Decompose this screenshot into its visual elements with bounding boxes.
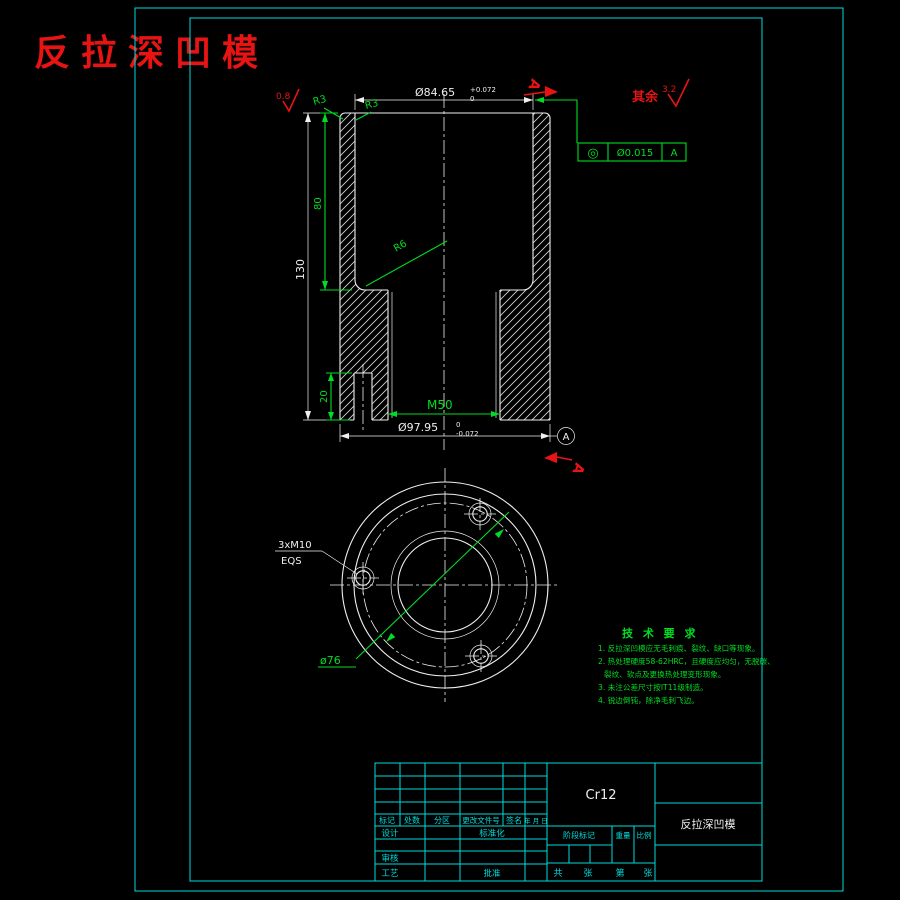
technical-requirements: 技 术 要 求 1. 反拉深凹模应无毛刺痕、裂纹、缺口等现象。 2. 热处理硬度… xyxy=(598,626,775,705)
holes-callout: 3xM10 EQS xyxy=(275,540,358,575)
dim-total-height: 130 xyxy=(294,112,336,421)
svg-text:Ø97.95: Ø97.95 xyxy=(398,421,438,434)
datum-target: A xyxy=(550,427,575,445)
dim-outer-diameter: Ø97.95 0 -0.072 xyxy=(339,421,551,442)
svg-text:4. 锐边倒钝，除净毛刺飞边。: 4. 锐边倒钝，除净毛刺飞边。 xyxy=(598,695,699,705)
fillet-label-left: R3 xyxy=(312,94,344,120)
sheet-total-prefix: 共 xyxy=(553,868,562,879)
svg-text:EQS: EQS xyxy=(281,556,302,567)
roughness-check-icon xyxy=(282,88,300,113)
svg-text:0: 0 xyxy=(470,95,474,103)
dim-thread-callout: M50 xyxy=(388,398,500,417)
scale-label: 比例 xyxy=(637,830,652,840)
gdt-frame: ◎ Ø0.015 A xyxy=(577,142,687,162)
svg-text:1. 反拉深凹模应无毛刺痕、裂纹、缺口等现象。: 1. 反拉深凹模应无毛刺痕、裂纹、缺口等现象。 xyxy=(598,643,760,653)
weight-label: 重量 xyxy=(616,831,631,840)
svg-text:+0.072: +0.072 xyxy=(470,86,496,94)
bore-outline xyxy=(387,290,501,420)
page-title: 反拉深凹模 xyxy=(34,32,269,74)
svg-text:3.2: 3.2 xyxy=(662,85,676,95)
svg-text:20: 20 xyxy=(319,390,330,403)
svg-text:技 术 要 求: 技 术 要 求 xyxy=(622,626,699,640)
concentricity-icon: ◎ xyxy=(587,146,598,161)
design-label: 设计 xyxy=(381,828,399,839)
section-arrow-top: A xyxy=(523,77,558,97)
section-arrow-bottom: A xyxy=(544,452,587,476)
bottom-view: ø76 3xM10 EQS xyxy=(275,468,560,702)
approve-label: 批准 xyxy=(483,868,501,879)
fillet-label-cavity: R6 xyxy=(365,238,448,287)
section-view: Ø84.65 +0.072 0 ◎ Ø0.015 A 130 xyxy=(276,77,687,476)
svg-text:M50: M50 xyxy=(427,398,453,412)
sheet-no-prefix: 第 xyxy=(615,867,624,879)
bolt-hole xyxy=(347,562,379,594)
svg-text:3xM10: 3xM10 xyxy=(278,540,312,551)
roughness-check-icon xyxy=(667,78,690,108)
svg-text:0.8: 0.8 xyxy=(276,92,291,102)
view-centerlines xyxy=(330,468,560,702)
dim-cavity-depth: 80 xyxy=(313,112,352,291)
svg-text:ø76: ø76 xyxy=(320,654,341,667)
svg-text:Ø84.65: Ø84.65 xyxy=(415,86,455,99)
roughness-note: 其余 3.2 xyxy=(632,78,690,108)
cavity-outline xyxy=(354,113,534,291)
bolt-hole xyxy=(465,640,497,672)
section-hatch xyxy=(340,113,550,420)
review-label: 审核 xyxy=(381,853,399,864)
svg-text:裂纹、软点及更换热处理变形现象。: 裂纹、软点及更换热处理变形现象。 xyxy=(604,669,726,679)
material: Cr12 xyxy=(586,788,617,803)
svg-text:R3: R3 xyxy=(364,98,380,112)
header-date: 年 月 日 xyxy=(524,816,548,825)
svg-text:2. 热处理硬度58-62HRC，且硬度应均匀，无脱碳、: 2. 热处理硬度58-62HRC，且硬度应均匀，无脱碳、 xyxy=(598,656,775,666)
svg-text:130: 130 xyxy=(294,259,307,280)
header-zone: 分区 xyxy=(434,816,450,825)
svg-text:R3: R3 xyxy=(312,94,328,108)
roughness-mark-local: 0.8 xyxy=(276,88,300,113)
svg-text:其余: 其余 xyxy=(632,89,659,105)
header-change-doc: 更改文件号 xyxy=(462,815,500,825)
svg-text:A: A xyxy=(563,432,570,443)
title-block: 标记 处数 分区 更改文件号 签名 年 月 日 设计 标准化 审核 工艺 批准 … xyxy=(374,762,763,882)
svg-text:80: 80 xyxy=(313,197,324,210)
stage-mark-label: 阶段标记 xyxy=(563,830,595,840)
svg-text:Ø0.015: Ø0.015 xyxy=(617,147,654,159)
bore-thread-lines xyxy=(391,292,497,418)
sheet-total-suffix: 张 xyxy=(583,868,592,879)
sheet-no-suffix: 张 xyxy=(643,868,652,879)
svg-text:R6: R6 xyxy=(392,238,409,254)
dim-cavity-diameter: Ø84.65 +0.072 0 xyxy=(354,86,534,110)
fillet-label-right: R3 xyxy=(355,98,380,121)
svg-text:A: A xyxy=(568,461,587,477)
svg-text:-0.072: -0.072 xyxy=(456,430,479,438)
dim-bolt-circle: ø76 xyxy=(318,511,510,668)
svg-text:3. 未注公差尺寸按IT11级制造。: 3. 未注公差尺寸按IT11级制造。 xyxy=(598,682,708,692)
bolt-hole xyxy=(464,498,496,530)
svg-text:0: 0 xyxy=(456,421,460,429)
dim-m10-depth: 20 xyxy=(319,372,352,421)
gdt-leader xyxy=(535,97,578,143)
outer-border xyxy=(134,7,844,892)
header-signature: 签名 xyxy=(506,815,522,825)
svg-text:A: A xyxy=(671,148,678,159)
header-mark: 标记 xyxy=(379,815,395,825)
header-count: 处数 xyxy=(404,815,420,825)
part-name: 反拉深凹模 xyxy=(681,817,736,831)
svg-text:A: A xyxy=(524,77,543,93)
process-label: 工艺 xyxy=(381,869,398,879)
standardize-label: 标准化 xyxy=(479,828,505,839)
